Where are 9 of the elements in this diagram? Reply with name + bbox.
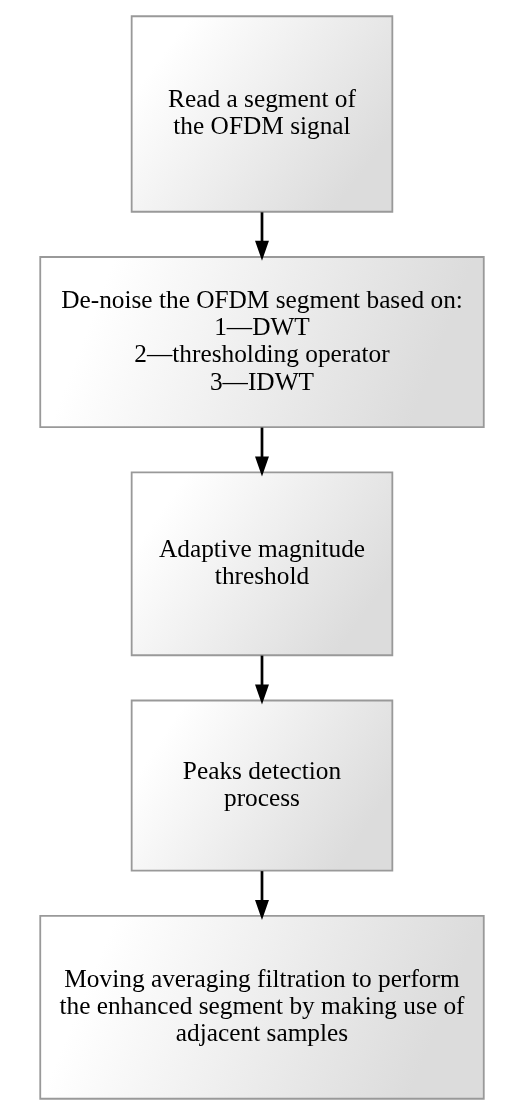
node-box: De-noise the OFDM segment based on: 1—DWT 2—thresholding operator 3—IDWT [38,256,485,429]
node-box: Adaptive magnitude threshold [130,471,393,657]
node-box: Read a segment of the OFDM signal [130,15,393,213]
arrow [254,655,269,705]
arrow [254,212,269,261]
arrow [254,871,269,920]
node-box: Moving averaging filtration to perform the enhanced segment by making use of adjacent samples [38,915,485,1100]
arrow [254,427,269,477]
node-box: Peaks detection process [130,699,393,872]
